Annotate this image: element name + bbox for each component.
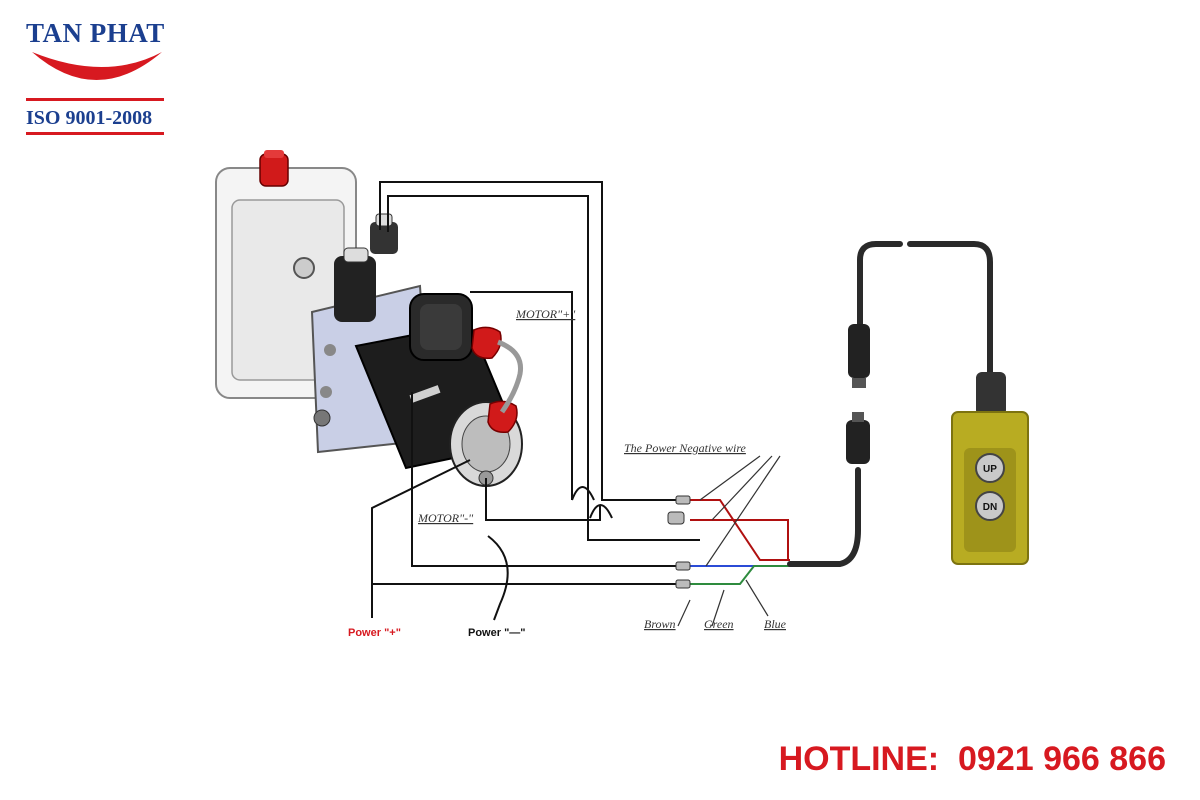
logo-swoosh	[32, 52, 162, 80]
logo-mark	[26, 52, 164, 135]
up-button-label: UP	[983, 464, 997, 475]
negative-wire-pointer	[699, 455, 781, 567]
cable-connector-male	[846, 412, 870, 464]
down-button-label: DN	[983, 502, 997, 513]
relay-link-bar	[497, 339, 524, 414]
relay-terminal-caps	[471, 326, 518, 434]
color-label-pointers	[677, 579, 769, 627]
wire-terminals	[667, 495, 691, 589]
logo-top-rule	[26, 98, 164, 101]
wire-crossover-loops	[571, 486, 613, 519]
up-button: UP	[975, 453, 1005, 483]
label-power-plus: Power "+"	[348, 627, 401, 639]
company-logo: TAN PHAT ISO 9001-2008	[26, 18, 168, 142]
label-motor-minus: MOTOR"-"	[417, 511, 474, 525]
colored-wires	[690, 499, 790, 585]
label-green: Green	[704, 617, 734, 631]
logo-bottom-rule	[26, 132, 164, 135]
logo-iso: ISO 9001-2008	[26, 107, 153, 129]
main-cable	[787, 241, 993, 567]
label-power-minus: Power "—"	[468, 627, 526, 639]
cable-connector-female	[848, 324, 870, 388]
label-negative-wire: The Power Negative wire	[624, 441, 747, 455]
hotline-text: HOTLINE: 0921 966 866	[778, 740, 1166, 778]
label-blue: Blue	[764, 617, 787, 631]
down-button: DN	[975, 491, 1005, 521]
black-wires	[371, 181, 700, 621]
logo-name: TAN PHAT	[26, 18, 165, 48]
label-brown: Brown	[644, 617, 676, 631]
label-motor-plus: MOTOR"+"	[515, 307, 576, 321]
filler-cap	[259, 150, 289, 187]
start-relay	[409, 293, 473, 361]
